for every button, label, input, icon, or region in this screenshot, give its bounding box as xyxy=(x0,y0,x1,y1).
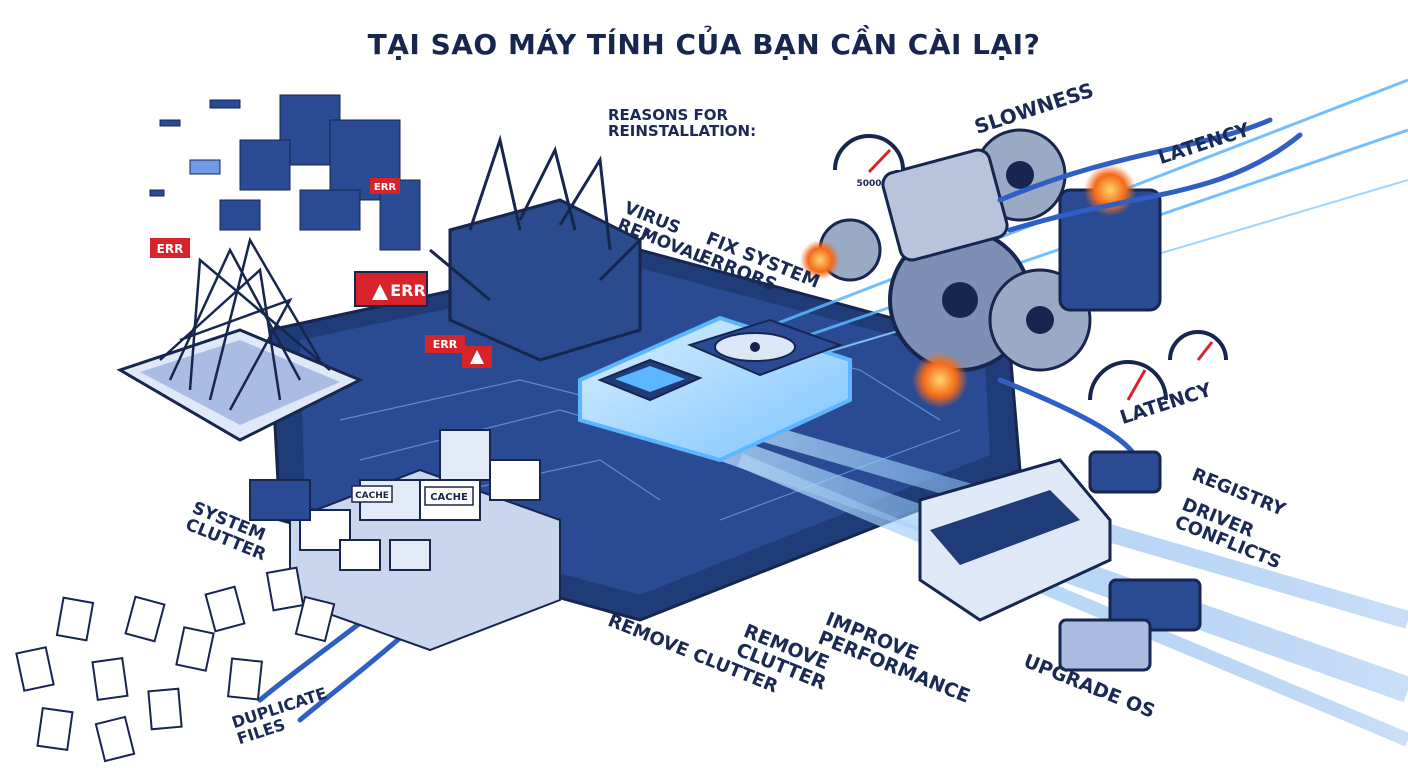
latency-gauge xyxy=(1088,360,1168,401)
ssd-module xyxy=(918,458,1112,622)
svg-text:CACHE: CACHE xyxy=(430,492,468,503)
error-badge: ERR xyxy=(150,238,190,258)
clutter-blocks xyxy=(249,429,561,652)
engine-gears xyxy=(800,128,1162,408)
glitch-blocks xyxy=(149,94,421,251)
duplicate-file-papers xyxy=(15,566,336,763)
speed-gauge: 5000 xyxy=(833,134,905,189)
latency-gauge xyxy=(1168,330,1228,361)
virus-cube xyxy=(429,134,652,362)
svg-text:ERR: ERR xyxy=(157,242,184,256)
error-badge: ERR xyxy=(425,335,465,353)
virus-crate xyxy=(116,236,364,442)
usb-plug xyxy=(1058,450,1202,672)
svg-text:ERR: ERR xyxy=(390,281,426,300)
warning-icon xyxy=(462,346,492,368)
svg-text:ERR: ERR xyxy=(433,338,458,351)
cache-badge: CACHE xyxy=(351,485,393,503)
reasons-subtitle: REASONS FOR REINSTALLATION: xyxy=(608,106,757,140)
svg-text:ERR: ERR xyxy=(374,182,397,193)
page-title: TẠI SAO MÁY TÍNH CỦA BẠN CẦN CÀI LẠI? xyxy=(367,28,1041,61)
svg-text:CACHE: CACHE xyxy=(355,491,389,501)
error-badge: ERR xyxy=(354,271,428,307)
error-badge: ERR xyxy=(370,178,400,194)
cpu-drive-module xyxy=(578,315,852,463)
cache-badge: CACHE xyxy=(424,486,474,506)
svg-text:5000: 5000 xyxy=(856,179,881,189)
